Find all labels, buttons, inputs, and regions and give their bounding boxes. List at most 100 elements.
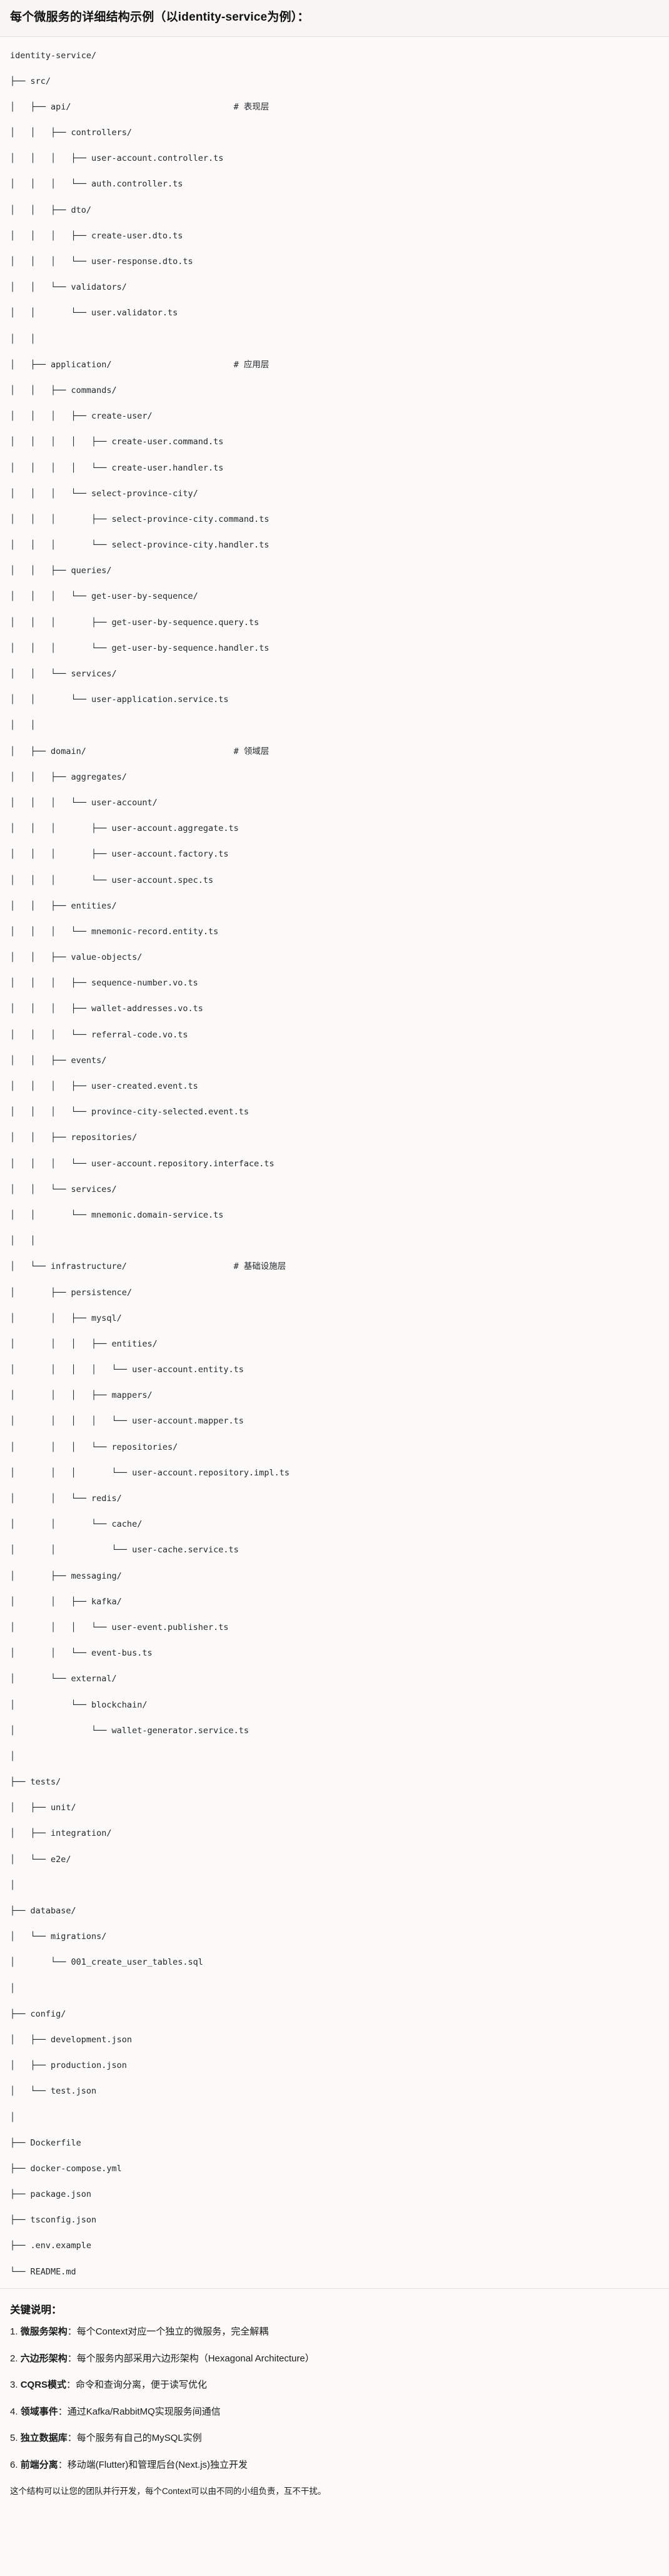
tree-line: │ │ │ └── user-account.repository.interf… [10,1158,274,1169]
tree-line: │ │ │ │ └── user-account.entity.ts [10,1365,244,1375]
key-note-number: 5. [10,2433,21,2444]
tree-line: │ │ ├── queries/ [10,566,112,576]
key-note-description: 通过Kafka/RabbitMQ实现服务间通信 [67,2406,221,2417]
key-note-separator: ： [58,2406,68,2417]
tree-line: ├── Dockerfile [10,2137,81,2148]
tree-line: │ │ │ └── user-event.publisher.ts [10,1622,229,1632]
tree-line: │ │ [10,333,36,344]
tree-line: │ │ ├── repositories/ [10,1133,138,1143]
tree-line: │ └── infrastructure/ # 基础设施层 [10,1261,286,1272]
tree-line: ├── docker-compose.yml [10,2163,122,2174]
tree-line: │ │ ├── controllers/ [10,128,133,138]
key-note-term: 独立数据库 [20,2433,68,2444]
key-note-item: 5. 独立数据库：每个服务有自己的MySQL实例 [10,2431,659,2446]
tree-line: │ └── external/ [10,1674,117,1684]
closing-paragraph: 这个结构可以让您的团队并行开发，每个Context可以由不同的小组负责，互不干扰… [10,2487,326,2497]
tree-line: │ │ │ │ ├── create-user.command.ts [10,437,224,447]
tree-line: │ ├── unit/ [10,1803,76,1813]
key-note-item: 4. 领域事件：通过Kafka/RabbitMQ实现服务间通信 [10,2405,659,2420]
tree-line: │ │ │ └── user-account.repository.impl.t… [10,1467,290,1478]
tree-line: │ │ │ ├── user-account.aggregate.ts [10,823,239,834]
tree-line: │ │ │ ├── select-province-city.command.t… [10,514,269,524]
key-note-number: 3. [10,2380,21,2391]
tree-line: │ [10,1983,16,1993]
tree-line: │ └── migrations/ [10,1932,107,1942]
tree-line: │ │ │ ├── sequence-number.vo.ts [10,978,198,989]
tree-line: │ │ └── event-bus.ts [10,1648,153,1659]
tree-line: ├── config/ [10,2008,66,2019]
tree-line: │ │ │ └── select-province-city.handler.t… [10,540,269,551]
tree-line: │ ├── application/ # 应用层 [10,359,269,370]
tree-line: │ │ │ └── province-city-selected.event.t… [10,1107,249,1117]
tree-line: │ │ │ ├── get-user-by-sequence.query.ts [10,617,259,628]
key-note-separator: ： [67,2326,77,2338]
key-note-number: 6. [10,2459,21,2470]
tree-line: ├── tests/ [10,1777,61,1788]
tree-line: │ │ │ └── user-response.dto.ts [10,257,193,267]
tree-line: │ │ │ ├── mappers/ [10,1390,153,1401]
key-note-description: 每个服务内部采用六边形架构（Hexagonal Architecture） [76,2353,314,2364]
tree-line: │ │ │ ├── user-account.controller.ts [10,153,224,164]
tree-line: │ │ └── mnemonic.domain-service.ts [10,1209,224,1220]
tree-line: │ │ [10,720,36,731]
tree-line: │ │ │ │ └── create-user.handler.ts [10,462,224,473]
page-title: 每个微服务的详细结构示例（以identity-service为例）： [10,11,309,24]
key-note-term: 前端分离 [20,2459,58,2470]
tree-line: │ └── test.json [10,2086,97,2097]
tree-line: │ ├── integration/ [10,1828,112,1839]
tree-line: │ │ └── user.validator.ts [10,308,178,318]
tree-line: └── README.md [10,2266,76,2277]
tree-line: │ └── blockchain/ [10,1699,148,1710]
tree-line: ├── package.json [10,2189,92,2200]
key-note-item: 1. 微服务架构：每个Context对应一个独立的微服务，完全解耦 [10,2325,659,2339]
tree-line: │ [10,2112,16,2122]
key-note-description: 每个Context对应一个独立的微服务，完全解耦 [76,2326,269,2338]
key-note-separator: ： [66,2380,76,2391]
tree-line: │ │ ├── kafka/ [10,1596,122,1607]
tree-line: │ │ └── services/ [10,669,117,680]
tree-line: │ │ │ ├── wallet-addresses.vo.ts [10,1004,203,1014]
tree-line-comment: # 表现层 [233,101,269,112]
tree-line: ├── src/ [10,76,51,86]
title-bar: 每个微服务的详细结构示例（以identity-service为例）： [0,0,669,37]
tree-line: │ │ ├── value-objects/ [10,952,143,963]
tree-line: │ ├── production.json [10,2060,127,2071]
directory-tree: identity-service/ ├── src/ │ ├── api/ # … [10,49,659,2279]
tree-line: │ │ │ ├── create-user.dto.ts [10,230,183,241]
tree-line: │ │ └── user-cache.service.ts [10,1545,239,1555]
tree-line: │ │ ├── aggregates/ [10,771,127,782]
key-note-description: 移动端(Flutter)和管理后台(Next.js)独立开发 [67,2459,248,2470]
tree-line-comment: # 应用层 [233,359,269,370]
tree-line: │ │ │ ├── user-created.event.ts [10,1081,198,1092]
key-note-separator: ： [67,2353,77,2364]
tree-line: │ │ │ └── get-user-by-sequence.handler.t… [10,643,269,653]
tree-line: │ │ │ └── referral-code.vo.ts [10,1029,188,1040]
tree-line: │ │ │ ├── user-account.factory.ts [10,849,229,860]
tree-line: │ ├── api/ # 表现层 [10,101,269,112]
key-note-number: 2. [10,2353,21,2364]
tree-line: │ [10,1751,16,1761]
tree-line: │ │ │ │ └── user-account.mapper.ts [10,1416,244,1427]
key-note-term: 微服务架构 [20,2326,68,2338]
tree-line: │ │ ├── dto/ [10,205,92,215]
tree-line: │ │ │ ├── create-user/ [10,411,153,422]
tree-line: │ │ └── validators/ [10,282,127,293]
key-note-number: 1. [10,2326,21,2338]
tree-line: │ │ └── services/ [10,1184,117,1194]
tree-line: │ │ └── cache/ [10,1519,143,1530]
key-note-term: 领域事件 [20,2406,58,2417]
tree-line: │ │ ├── events/ [10,1055,107,1066]
page-root: 每个微服务的详细结构示例（以identity-service为例）： ident… [0,0,669,2510]
tree-line: │ │ └── user-application.service.ts [10,695,229,705]
tree-line: ├── .env.example [10,2241,92,2251]
key-note-separator: ： [58,2459,68,2470]
key-note-item: 3. CQRS模式：命令和查询分离，便于读写优化 [10,2378,659,2393]
tree-line: ├── database/ [10,1906,76,1917]
tree-line: │ ├── persistence/ [10,1287,133,1298]
key-note-number: 4. [10,2406,21,2417]
key-note-separator: ： [67,2433,77,2444]
tree-line: │ │ ├── entities/ [10,900,117,911]
tree-line: │ │ │ └── get-user-by-sequence/ [10,591,198,602]
